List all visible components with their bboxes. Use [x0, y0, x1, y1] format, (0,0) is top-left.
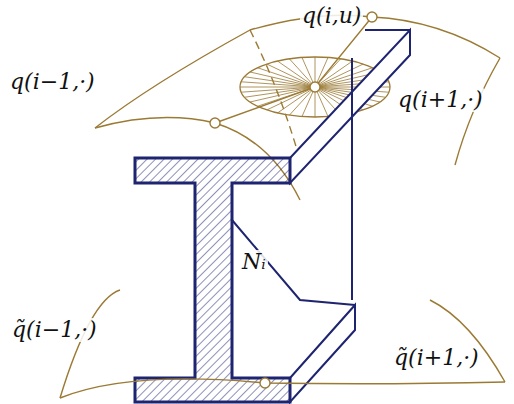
disc-ray	[278, 87, 316, 113]
surface-label: q(i−1,·)	[8, 70, 97, 94]
surface-label: q̃(i−1,·)	[10, 318, 99, 342]
disc-ray	[289, 59, 315, 87]
disc-ray	[240, 87, 315, 88]
surface-label: Nᵢ	[240, 250, 268, 274]
disc-ray	[245, 87, 315, 97]
disc-ray	[267, 64, 315, 87]
disc-ray	[258, 87, 315, 106]
surface-label: q(i+1,·)	[396, 88, 485, 112]
surface-label: q̃(i+1,·)	[392, 346, 481, 370]
disc-ray	[241, 87, 315, 92]
surface-label: q(i,u)	[300, 4, 363, 28]
disc-ray	[250, 72, 315, 87]
disc-ray	[315, 61, 353, 87]
